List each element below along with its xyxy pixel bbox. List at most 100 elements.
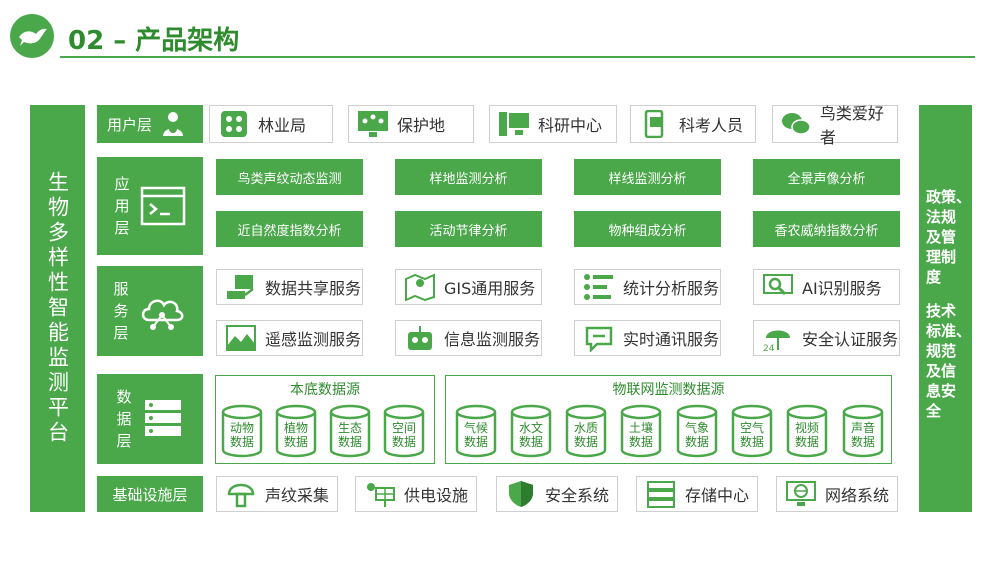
user-card-0[interactable]: 林业局 <box>209 105 333 143</box>
iot-data-cylinder-4: 气象数据 <box>676 404 718 458</box>
service-card-1-label: GIS通用服务 <box>444 279 536 298</box>
cylinder-shape <box>842 404 884 458</box>
data-layer-label-box: 数据层 <box>97 374 203 464</box>
header-divider <box>60 56 975 58</box>
right-sidebar-text-1: 政策、法规及管理制度 <box>926 188 972 286</box>
user-card-1-label: 保护地 <box>397 116 446 135</box>
user-card-1[interactable]: 保护地 <box>348 105 474 143</box>
left-sidebar: 生物多样性智能监测平台 <box>30 105 85 512</box>
page-title: 02 – 产品架构 <box>68 26 240 56</box>
iot-data-cylinder-6: 视频数据 <box>786 404 828 458</box>
infra-card-4[interactable]: 网络系统 <box>776 476 898 512</box>
shield-icon <box>505 480 537 508</box>
cylinder-shape <box>565 404 607 458</box>
data-layer-label: 数据层 <box>116 388 132 450</box>
mushroom-icon <box>225 480 257 508</box>
service-card-4-label: 遥感监测服务 <box>265 330 362 349</box>
user-card-2-label: 科研中心 <box>538 116 603 135</box>
service-card-5[interactable]: 信息监测服务 <box>395 320 542 356</box>
infra-layer-label-box: 基础设施层 <box>97 476 203 512</box>
base-data-cylinder-0: 动物数据 <box>221 404 263 458</box>
landscape-icon <box>225 324 257 352</box>
service-card-4[interactable]: 遥感监测服务 <box>216 320 363 356</box>
iot-data-group <box>445 375 892 464</box>
infra-card-4-label: 网络系统 <box>825 486 890 505</box>
umbrella-24-icon: 24 <box>762 324 794 352</box>
robot-icon <box>404 324 436 352</box>
database-icon <box>144 400 181 436</box>
right-sidebar: 政策、法规及管理制度 技术标准、规范及信息安全 <box>919 105 972 512</box>
cylinder-shape <box>329 404 371 458</box>
logo <box>10 14 54 58</box>
iot-data-cylinder-5: 空气数据 <box>731 404 773 458</box>
cylinder-shape <box>510 404 552 458</box>
app-button-2[interactable]: 样线监测分析 <box>574 159 721 195</box>
monitor-network-icon <box>357 110 389 138</box>
iot-data-cylinder-7: 声音数据 <box>842 404 884 458</box>
service-card-1[interactable]: GIS通用服务 <box>395 269 542 305</box>
app-layer-label-box: 应用层 <box>97 157 203 255</box>
app-button-3[interactable]: 全景声像分析 <box>753 159 900 195</box>
base-data-cylinder-2: 生态数据 <box>329 404 371 458</box>
infra-card-1-label: 供电设施 <box>404 486 469 505</box>
infra-card-0[interactable]: 声纹采集 <box>216 476 338 512</box>
app-button-7[interactable]: 香农威纳指数分析 <box>753 211 900 247</box>
svg-text:24: 24 <box>763 344 775 352</box>
iot-data-cylinder-0: 气候数据 <box>455 404 497 458</box>
iot-data-cylinder-1: 水文数据 <box>510 404 552 458</box>
infra-card-2[interactable]: 安全系统 <box>496 476 618 512</box>
user-layer-label: 用户层 <box>107 115 153 134</box>
infra-card-3-label: 存储中心 <box>685 486 750 505</box>
bird-logo-icon <box>19 28 47 46</box>
infra-card-2-label: 安全系统 <box>545 486 610 505</box>
cylinder-shape <box>620 404 662 458</box>
service-card-6[interactable]: 实时通讯服务 <box>574 320 721 356</box>
server-icon <box>645 480 677 508</box>
computer-icon <box>498 110 530 138</box>
app-button-0[interactable]: 鸟类声纹动态监测 <box>216 159 363 195</box>
iot-data-title: 物联网监测数据源 <box>612 382 725 398</box>
service-layer-label: 服务层 <box>113 280 129 342</box>
service-layer-label-box: 服务层 <box>97 266 203 356</box>
cylinder-shape <box>221 404 263 458</box>
cylinder-shape <box>676 404 718 458</box>
base-data-group <box>215 375 435 464</box>
infra-card-1[interactable]: 供电设施 <box>355 476 477 512</box>
user-card-3[interactable]: 科考人员 <box>630 105 756 143</box>
user-card-4-label: 鸟类爱好者 <box>819 104 884 147</box>
person-icon <box>163 112 184 136</box>
user-card-0-label: 林业局 <box>258 116 307 135</box>
service-card-0-label: 数据共享服务 <box>265 279 362 298</box>
chat-icon <box>583 324 615 352</box>
iot-data-cylinder-2: 水质数据 <box>565 404 607 458</box>
infra-card-0-label: 声纹采集 <box>265 486 330 505</box>
app-button-5[interactable]: 活动节律分析 <box>395 211 542 247</box>
service-card-3[interactable]: AI识别服务 <box>753 269 900 305</box>
app-button-4[interactable]: 近自然度指数分析 <box>216 211 363 247</box>
cylinder-shape <box>383 404 425 458</box>
cylinder-shape <box>731 404 773 458</box>
infra-card-3[interactable]: 存储中心 <box>636 476 758 512</box>
search-screen-icon <box>762 273 794 301</box>
service-card-2-label: 统计分析服务 <box>623 279 720 298</box>
service-card-2[interactable]: 统计分析服务 <box>574 269 721 305</box>
user-card-3-label: 科考人员 <box>679 116 744 135</box>
share-icon <box>225 273 257 301</box>
service-card-3-label: AI识别服务 <box>802 279 882 298</box>
cylinder-shape <box>786 404 828 458</box>
phone-icon <box>639 110 671 138</box>
base-data-cylinder-1: 植物数据 <box>275 404 317 458</box>
service-card-0[interactable]: 数据共享服务 <box>216 269 363 305</box>
user-card-2[interactable]: 科研中心 <box>489 105 617 143</box>
app-button-6[interactable]: 物种组成分析 <box>574 211 721 247</box>
list-stats-icon <box>583 273 615 301</box>
solar-panel-icon <box>364 480 396 508</box>
globe-monitor-icon <box>785 480 817 508</box>
map-icon <box>404 273 436 301</box>
base-data-title: 本底数据源 <box>290 382 360 398</box>
service-card-6-label: 实时通讯服务 <box>623 330 720 349</box>
cylinder-shape <box>455 404 497 458</box>
user-card-4[interactable]: 鸟类爱好者 <box>772 104 898 147</box>
app-button-1[interactable]: 样地监测分析 <box>395 159 542 195</box>
